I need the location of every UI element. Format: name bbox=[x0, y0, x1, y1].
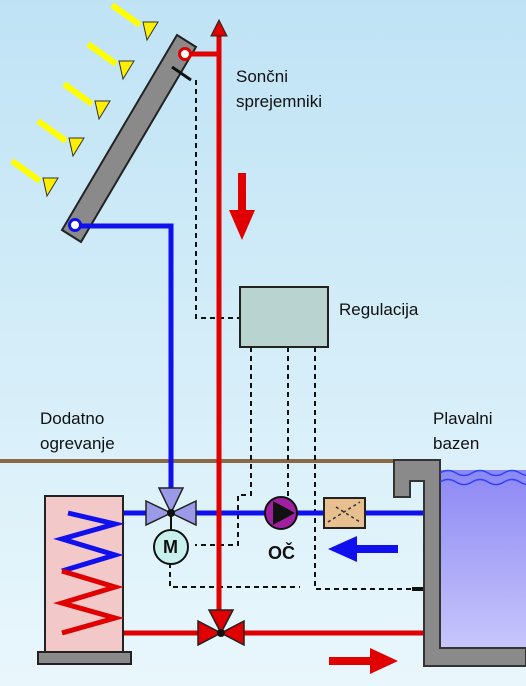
motor-label: M bbox=[163, 537, 178, 557]
flow-arrow-right bbox=[329, 648, 398, 674]
three-way-valve-hot bbox=[197, 609, 245, 647]
swimming-pool bbox=[393, 459, 526, 667]
sun-ray bbox=[110, 2, 159, 42]
sun-rays bbox=[10, 2, 159, 198]
auxiliary-heater bbox=[37, 495, 132, 665]
flow-arrow-down bbox=[229, 173, 255, 240]
collector-sensor-wire bbox=[195, 80, 240, 319]
solar-collector bbox=[60, 33, 198, 244]
collector-return-pipe bbox=[80, 223, 174, 503]
heater-base bbox=[37, 651, 132, 665]
aux-heating-label-line2: ogrevanje bbox=[40, 434, 115, 453]
pool-label-line2: bazen bbox=[433, 434, 480, 453]
heater-coil-cold bbox=[53, 510, 125, 574]
collector-outlet bbox=[178, 47, 192, 61]
riser-arrow-up bbox=[210, 18, 228, 37]
circulation-pump bbox=[264, 496, 298, 530]
sun-ray bbox=[62, 81, 111, 121]
pool-sensor-wire bbox=[314, 347, 430, 590]
collectors-label-line1: Sončni bbox=[236, 67, 288, 86]
aux-heating-label-line1: Dodatno bbox=[40, 409, 105, 428]
collectors-label-line2: sprejemniki bbox=[236, 92, 322, 111]
regulation-label: Regulacija bbox=[339, 300, 419, 319]
sun-ray bbox=[86, 41, 135, 81]
controller-box bbox=[239, 286, 329, 348]
water-wave bbox=[439, 469, 526, 477]
hot-pipes bbox=[62, 34, 455, 636]
pool-water bbox=[440, 470, 526, 648]
sun-ray bbox=[10, 158, 59, 198]
flow-arrow-left bbox=[328, 536, 398, 562]
pool-filter bbox=[323, 497, 366, 529]
collector-inlet bbox=[68, 218, 82, 232]
pump-label: OČ bbox=[268, 543, 295, 563]
three-way-valve-cold bbox=[145, 487, 197, 527]
sun-ray bbox=[36, 118, 85, 158]
pool-label-line1: Plavalni bbox=[433, 409, 493, 428]
collector-sensor bbox=[171, 65, 192, 82]
pool-wall bbox=[393, 459, 526, 667]
valve-motor bbox=[153, 529, 189, 565]
water-wave bbox=[439, 478, 526, 486]
cold-pipes bbox=[68, 223, 455, 516]
valve-control-wire bbox=[195, 347, 252, 546]
heater-coil-hot bbox=[53, 568, 125, 636]
